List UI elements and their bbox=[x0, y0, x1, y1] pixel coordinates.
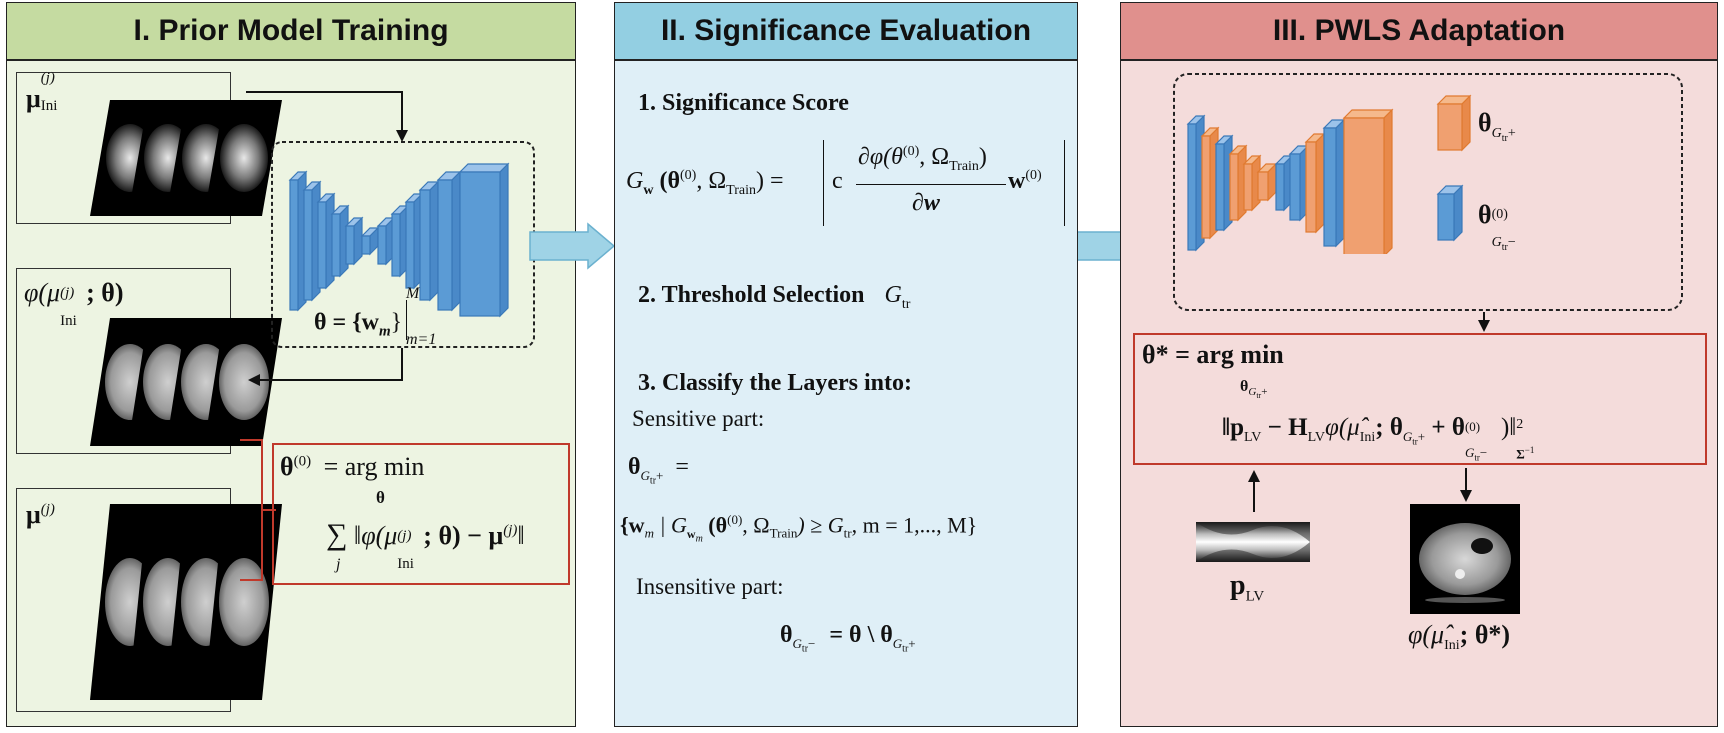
sum-under: j bbox=[336, 556, 341, 573]
ct-stack-output bbox=[90, 318, 282, 446]
significance-score-equation: Gw (θ(0), ΩTrain) = bbox=[626, 168, 784, 198]
ct-stack-initial bbox=[90, 100, 282, 216]
panel-title: II. Significance Evaluation bbox=[660, 14, 1032, 47]
cnn-layer bbox=[458, 162, 510, 318]
pwls-argmin-under: θGtr+ bbox=[1240, 378, 1268, 401]
theta-def-lower: m=1 bbox=[406, 331, 437, 348]
cnn-layer-sensitive bbox=[1304, 132, 1326, 234]
cnn-layer-insensitive bbox=[1322, 118, 1346, 248]
theta-minus-expression: θGtr− = θ \ θGtr+ bbox=[780, 622, 916, 655]
ct-image-stacks bbox=[90, 91, 570, 700]
score-numerator: ∂φ(θ(0), ΩTrain) bbox=[858, 144, 987, 174]
cnn-layer-insensitive bbox=[1288, 144, 1310, 222]
theta0-argmin-under: θ bbox=[376, 488, 385, 507]
pwls-objective-red-box bbox=[1133, 333, 1707, 465]
score-c: c bbox=[832, 168, 843, 194]
sensitive-set-expression: {wm | Gwm (θ(0), ΩTrain) ≥ Gtr, m = 1,..… bbox=[620, 512, 978, 545]
section-threshold-selection: 2. Threshold Selection Gtr bbox=[638, 282, 911, 312]
legend-theta-minus: θ(0)Gtr− bbox=[1478, 200, 1516, 253]
cnn-layer-sensitive bbox=[1342, 108, 1394, 254]
reconstructed-ct-image bbox=[1410, 504, 1520, 614]
arrow-input-to-network bbox=[246, 91, 403, 132]
panel-header-significance-evaluation: II. Significance Evaluation bbox=[614, 2, 1078, 60]
abs-bar-right bbox=[1064, 140, 1065, 226]
theta0-objective: θ(0) = arg min bbox=[280, 452, 425, 481]
cnn-layer bbox=[418, 180, 440, 302]
theta-def-upper: M bbox=[406, 285, 420, 302]
panel-header-prior-model-training: I. Prior Model Training bbox=[6, 2, 576, 60]
panel-header-pwls-adaptation: III. PWLS Adaptation bbox=[1120, 2, 1718, 60]
phi-output-label: φ(μ(j)Ini; θ) bbox=[24, 278, 124, 329]
reconstruction-label: φ(μ̂Ini; θ*) bbox=[1408, 620, 1511, 654]
abs-bar-left bbox=[823, 140, 824, 226]
insensitive-part-label: Insensitive part: bbox=[636, 574, 784, 599]
cnn-layer-sensitive bbox=[1256, 162, 1278, 202]
cnn-layer bbox=[436, 170, 462, 312]
legend-sensitive-block-icon bbox=[1436, 94, 1472, 152]
theta-definition: θ = {wm} bbox=[314, 300, 408, 340]
mu-target-label: μ(j) bbox=[26, 500, 55, 529]
theta-plus-lhs: θGtr+ = bbox=[628, 454, 689, 487]
projection-label: pLV bbox=[1230, 570, 1265, 605]
panel-title: III. PWLS Adaptation bbox=[1272, 14, 1566, 47]
panel-title: I. Prior Model Training bbox=[133, 14, 449, 47]
fraction-line bbox=[856, 184, 1006, 185]
section-classify-layers: 3. Classify the Layers into: bbox=[638, 370, 912, 396]
legend-insensitive-block-icon bbox=[1436, 184, 1464, 242]
section-significance-score: 1. Significance Score bbox=[638, 90, 849, 116]
adapted-cnn-icon bbox=[1186, 108, 1394, 254]
projection-image bbox=[1196, 522, 1310, 562]
mu-ini-label: μ(j)Ini bbox=[26, 70, 58, 114]
sensitive-part-label: Sensitive part: bbox=[632, 406, 765, 431]
cnn-architecture-icon bbox=[288, 162, 510, 318]
panel-significance-evaluation bbox=[614, 60, 1078, 727]
cnn-layer bbox=[344, 216, 364, 266]
arrow-network-to-output bbox=[258, 348, 403, 381]
cnn-layer bbox=[360, 226, 380, 256]
pwls-argmin: θ* = arg min bbox=[1142, 340, 1284, 369]
sum-expression: ∑ ‖φ(μ(j)Ini; θ) − μ(j)‖ bbox=[326, 518, 525, 572]
ct-stack-target bbox=[90, 504, 282, 700]
panel3-graphics bbox=[1133, 73, 1707, 614]
score-denominator: ∂w bbox=[912, 190, 940, 216]
score-w0: w(0) bbox=[1008, 168, 1042, 194]
adapted-network-dashed-box bbox=[1173, 73, 1683, 311]
arrow-panel1-to-panel2 bbox=[529, 222, 616, 270]
objective-red-box bbox=[272, 443, 570, 585]
legend-theta-plus: θGtr+ bbox=[1478, 108, 1516, 144]
